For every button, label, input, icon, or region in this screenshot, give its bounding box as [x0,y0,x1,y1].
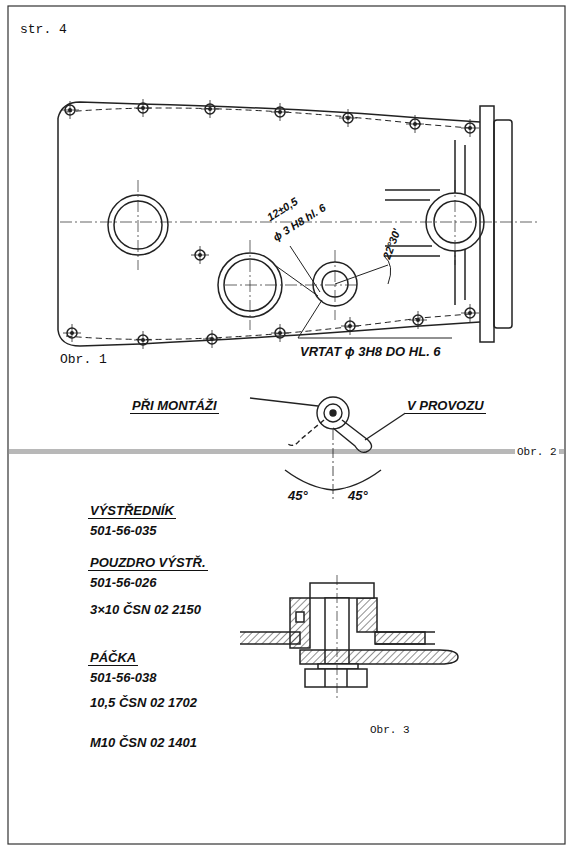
note: VRTAT ϕ 3H8 DO HL. 6 [298,344,443,359]
part-number: 501-56-038 [88,670,159,685]
angle-dimension: 45° [286,488,310,503]
figure-label: Obr. 2 [515,446,559,459]
part-name: PÁČKA [88,650,138,666]
part-number: 501-56-035 [88,523,159,538]
position-label: V PROVOZU [405,398,486,414]
standard-part: 10,5 ČSN 02 1702 [88,695,199,710]
angle-dimension: 45° [346,488,370,503]
part-name: POUZDRO VÝSTŘ. [88,555,208,571]
standard-part: 3×10 ČSN 02 2150 [88,602,203,617]
standard-part: M10 ČSN 02 1401 [88,735,199,750]
figure-label: Obr. 1 [58,352,109,367]
position-label: PŘI MONTÁŽI [130,398,219,414]
page-number: str. 4 [18,22,69,37]
figure-label: Obr. 3 [368,724,412,737]
angle-dimension: 22°30' [380,225,404,263]
part-name: VÝSTŘEDNÍK [88,503,176,519]
part-number: 501-56-026 [88,575,159,590]
